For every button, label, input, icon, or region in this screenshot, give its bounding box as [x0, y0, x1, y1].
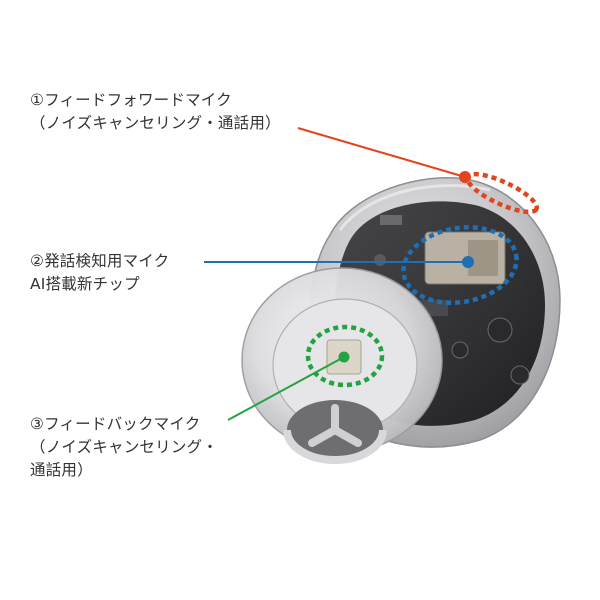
callout-3-line1: ③フィードバックマイク	[30, 415, 201, 433]
callout-1-line1: ①フィードフォワードマイク	[30, 91, 232, 109]
ai-chip-core	[468, 240, 498, 276]
callout-2-dot	[462, 256, 474, 268]
component	[374, 254, 386, 266]
callout-3-line2: （ノイズキャンセリング・	[30, 438, 218, 456]
component	[487, 317, 513, 343]
callout-3-dot	[338, 351, 350, 363]
callout-3-highlight	[305, 324, 385, 388]
callout-3-line3: 通話用）	[30, 461, 93, 479]
callout-2-highlight	[401, 224, 519, 306]
callout-1-highlight	[464, 171, 540, 215]
component	[380, 215, 402, 225]
callout-3	[227, 324, 385, 421]
callout-2-label: ②発話検知用マイク AI搭載新チップ	[30, 250, 169, 296]
callout-1-label: ①フィードフォワードマイク （ノイズキャンセリング・通話用）	[30, 89, 281, 135]
component	[451, 341, 469, 359]
callout-2-line2: AI搭載新チップ	[30, 275, 140, 293]
nozzle-ring	[283, 429, 387, 464]
callout-2	[204, 224, 519, 306]
callout-1-line2: （ノイズキャンセリング・通話用）	[30, 114, 281, 132]
callout-2-line1: ②発話検知用マイク	[30, 252, 170, 270]
component	[510, 365, 530, 385]
callout-1-leader	[297, 127, 466, 178]
callout-3-leader	[227, 356, 345, 421]
nozzle-guard	[308, 404, 362, 447]
shell-rim	[338, 184, 491, 231]
callout-3-label: ③フィードバックマイク （ノイズキャンセリング・ 通話用）	[30, 413, 218, 482]
callout-1	[297, 127, 540, 215]
